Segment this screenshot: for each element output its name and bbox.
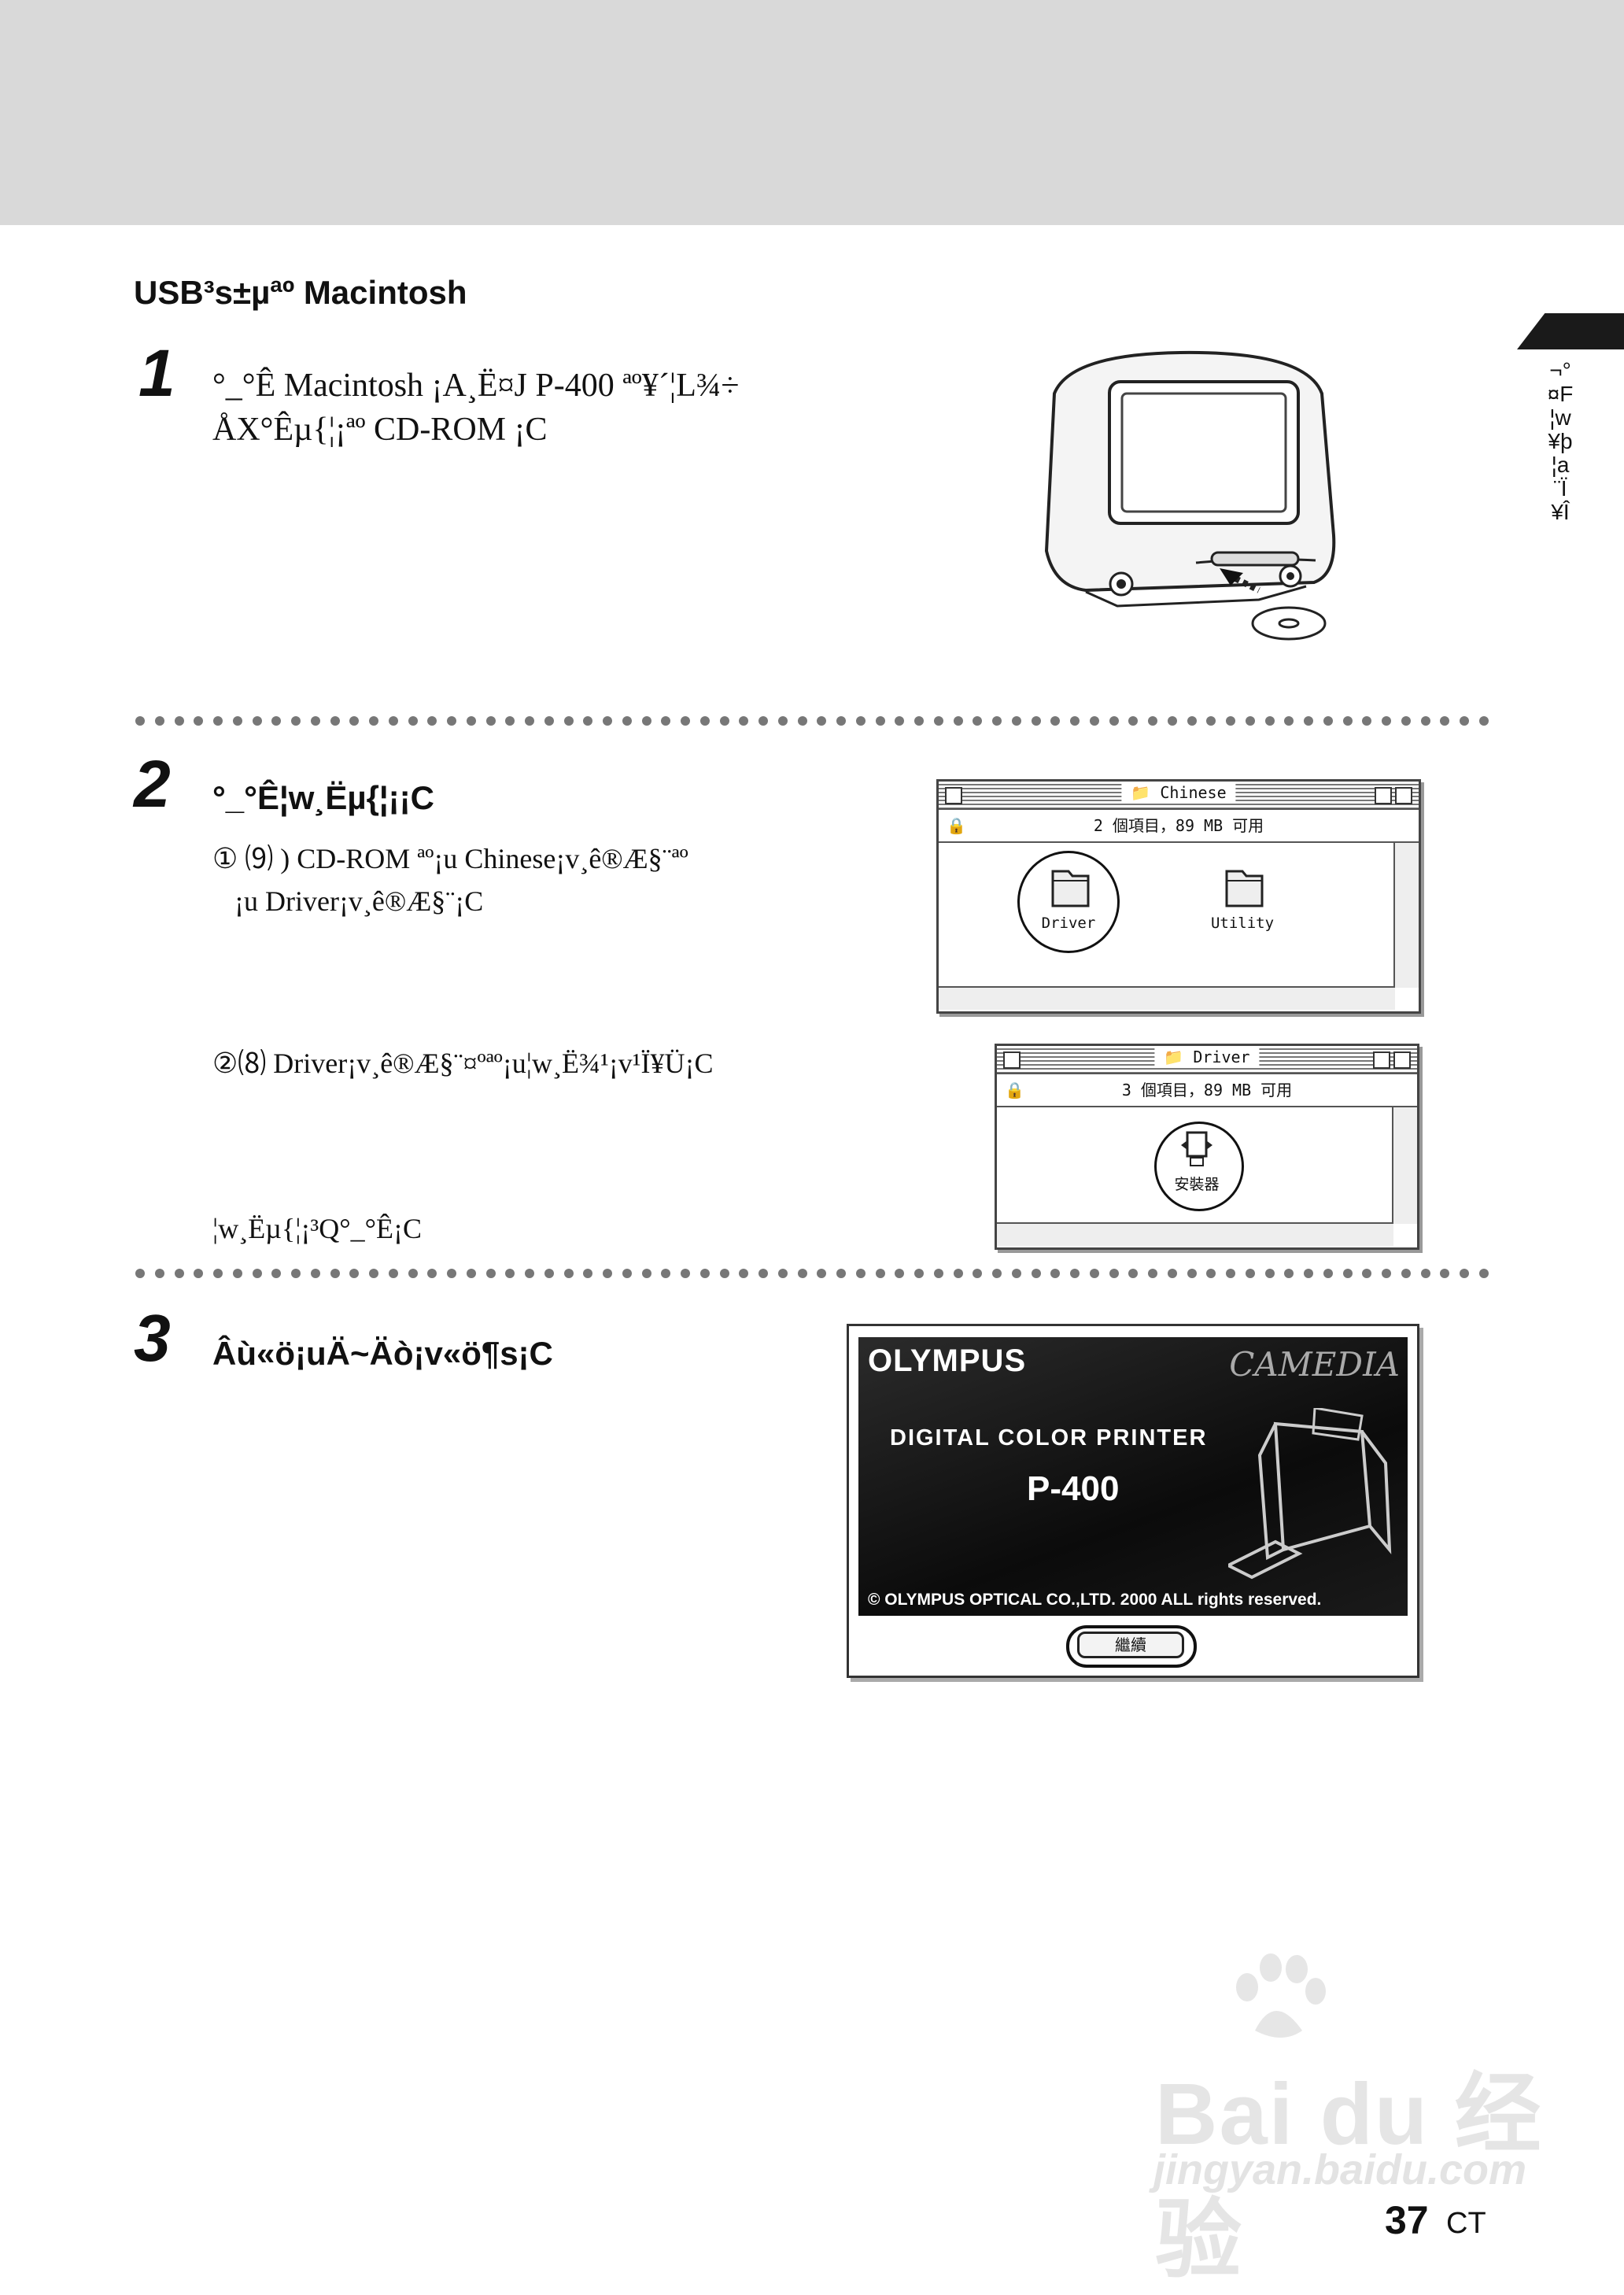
installer-label: 安裝器 [1174,1176,1220,1193]
window-titlebar[interactable]: 📁 Chinese [939,782,1419,810]
horizontal-scrollbar[interactable] [939,986,1395,1010]
lock-icon: 🔒 [1005,1081,1024,1099]
step-2-number: 2 [134,747,171,821]
dotted-separator [135,716,1489,727]
section-tab [1517,313,1624,349]
folder-icon [1051,870,1090,907]
copyright-text: © OLYMPUS OPTICAL CO.,LTD. 2000 ALL righ… [868,1591,1322,1609]
installer-icon [1181,1131,1212,1166]
olympus-logo: OLYMPUS [868,1343,1027,1378]
vertical-scrollbar[interactable] [1393,843,1419,988]
installer-highlight-circle [1154,1122,1244,1211]
window-title: 📁 Driver [1154,1048,1260,1066]
step-2-note: ¦w¸Ëµ{¦¡³Q°_°Ê¡C [212,1213,422,1244]
driver-folder-item[interactable]: Driver [1033,865,1104,932]
collapse-box-icon[interactable] [1395,787,1412,804]
continue-button[interactable]: 繼續 [1077,1632,1184,1658]
installer-splash-window: OLYMPUS CAMEDIA DIGITAL COLOR PRINTER P-… [847,1324,1419,1678]
step-3-number: 3 [134,1301,171,1375]
step-2-sub-1-line-2: ¡u Driver¡v¸ê®Æ§¨¡C [234,885,484,917]
close-box-icon[interactable] [1003,1051,1021,1069]
page-number: 37 [1385,2198,1429,2242]
chinese-folder-window[interactable]: 📁 Chinese 🔒 2 個項目，89 MB 可用 Driver Utilit… [936,779,1421,1014]
step-1-line-1: °_°Ê Macintosh ¡A¸Ë¤J P-400 ªº¥´¦L¾÷ [212,368,740,404]
utility-folder-item[interactable]: Utility [1203,865,1282,932]
driver-folder-window[interactable]: 📁 Driver 🔒 3 個項目，89 MB 可用 安裝器 [995,1044,1419,1250]
step-2-sub-1: ① ⑼ ) CD-ROM ªº¡u Chinese¡v¸ê®Æ§¨ªº ¡u D… [212,837,921,922]
printer-icon [1228,1408,1392,1580]
folder-label: Driver [1041,915,1096,932]
folder-icon [1225,870,1264,907]
horizontal-scrollbar[interactable] [997,1222,1393,1246]
section-title: USB³s±µªº Macintosh [134,274,467,311]
paw-icon [1236,1953,1326,2038]
baidu-watermark-logo: Bai du 经验 [1155,2066,1543,2289]
baidu-watermark-url: jingyan.baidu.com [1153,2146,1527,2193]
window-info-bar: 🔒 3 個項目，89 MB 可用 [997,1074,1417,1107]
model-name: P-400 [1027,1469,1120,1508]
imac-illustration [1044,350,1336,641]
lock-icon: 🔒 [947,816,966,835]
window-content: Driver Utility [939,843,1419,1010]
installer-item[interactable]: 安裝器 [1165,1129,1228,1194]
folder-label: Utility [1210,915,1275,932]
step-2-sub-1-line-1: ① ⑼ ) CD-ROM ªº¡u Chinese¡v¸ê®Æ§¨ªº [212,843,688,874]
window-info-text: 2 個項目，89 MB 可用 [1093,816,1264,835]
language-code: CT [1446,2207,1486,2240]
zoom-box-icon[interactable] [1375,787,1392,804]
step-1-number: 1 [138,336,175,410]
header-band [0,0,1624,225]
window-info-text: 3 個項目，89 MB 可用 [1121,1081,1293,1099]
step-2-sub-2: ②⑻ Driver¡v¸ê®Æ§¨¤ºªº¡u¦w¸Ë¾¹¡v¹Ï¥Ü¡C [212,1048,714,1079]
product-line-title: DIGITAL COLOR PRINTER [890,1425,1208,1451]
step-1-text: °_°Ê Macintosh ¡A¸Ë¤J P-400 ªº¥´¦L¾÷ ÅX°… [212,364,873,452]
close-box-icon[interactable] [945,787,962,804]
step-3-heading: Âù«ö¡uÄ~Äò¡v«ö¶s¡C [212,1335,553,1372]
window-content: 安裝器 [997,1107,1417,1246]
window-info-bar: 🔒 2 個項目，89 MB 可用 [939,810,1419,843]
dotted-separator [135,1269,1489,1280]
window-titlebar[interactable]: 📁 Driver [997,1046,1417,1074]
step-2-heading: °_°Ê¦w¸Ëµ{¦¡¡C [212,779,434,816]
camedia-logo: CAMEDIA [1229,1345,1400,1384]
continue-highlight-oval [1066,1625,1197,1668]
zoom-box-icon[interactable] [1373,1051,1390,1069]
window-title: 📁 Chinese [1121,783,1236,802]
driver-highlight-circle [1017,851,1120,953]
side-tab-text: ¬° ¤F ¦w ¥þ ¦a ¨Ï ¥Î [1547,358,1574,524]
vertical-scrollbar[interactable] [1392,1107,1417,1224]
collapse-box-icon[interactable] [1393,1051,1411,1069]
step-1-line-2: ÅX°Êµ{¦¡ªº CD-ROM ¡C [212,412,548,448]
splash-banner: OLYMPUS CAMEDIA DIGITAL COLOR PRINTER P-… [858,1337,1408,1616]
